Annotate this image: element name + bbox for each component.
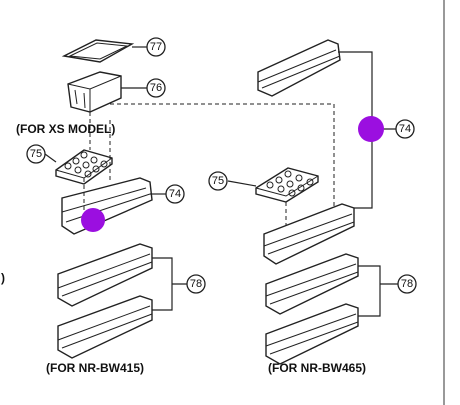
callout-74-left-label: 74 [169,188,181,200]
callout-74-left: 74 [165,184,185,204]
callout-76: 76 [146,78,166,98]
bracket-78-right [358,265,398,317]
callout-75-left-label: 75 [30,148,42,160]
callout-74-right: 74 [372,119,415,139]
callout-75-left: 75 [26,144,46,164]
leader-75-right [227,180,257,187]
label-nr-bw465: (FOR NR-BW465) [268,361,366,375]
highlight-dot-right[interactable] [358,116,384,142]
label-xs-model: (FOR XS MODEL) [16,122,115,136]
part-74-door-pocket-right-top [257,39,341,97]
callout-78-right-label: 78 [401,278,413,290]
part-74-door-pocket-left [61,177,153,235]
part-78-door-pocket-left-bottom [57,295,153,359]
edge-mark: ) [1,271,5,285]
callout-77-label: 77 [150,41,162,53]
label-nr-bw415: (FOR NR-BW415) [46,361,144,375]
part-78-door-pocket-left-top [57,243,153,307]
leader-75-left [44,153,57,163]
callout-75-right: 75 [208,171,228,191]
callout-78-left-label: 78 [190,278,202,290]
callout-78-left: 78 [186,274,206,294]
part-74-door-pocket-right-bottom [263,203,355,265]
callout-76-label: 76 [150,82,162,94]
part-78-door-pocket-right-top [265,253,359,315]
callout-74-right-label: 74 [399,123,411,135]
highlight-dot-left[interactable] [81,208,105,232]
callout-77: 77 [146,37,166,57]
part-78-door-pocket-right-bottom [265,303,359,365]
part-75-egg-tray-right [255,167,319,203]
dash-box-to-right [110,103,335,210]
part-77-lid [61,39,135,63]
callout-78-right: 78 [397,274,417,294]
part-76-box [67,71,122,113]
callout-75-right-label: 75 [212,175,224,187]
bracket-78-left [152,257,187,311]
